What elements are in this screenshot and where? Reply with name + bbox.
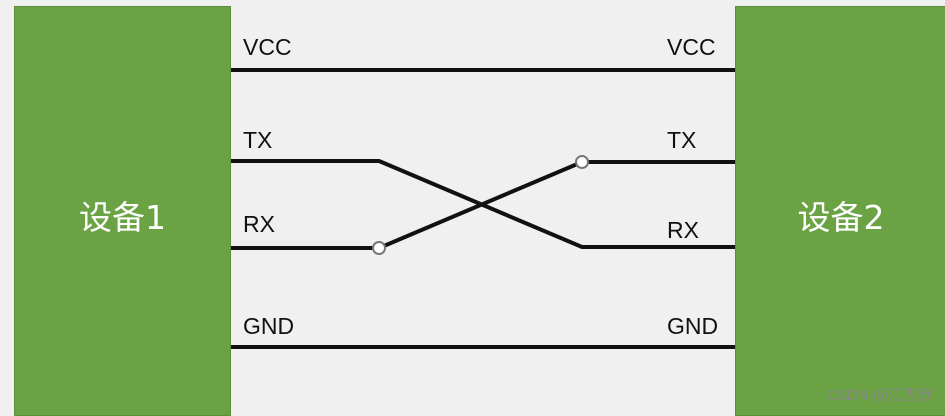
device-2-pin-tx: TX bbox=[667, 127, 697, 153]
device-1-pin-rx: RX bbox=[243, 211, 275, 237]
device-2-label: 设备2 bbox=[797, 198, 885, 237]
device-2-pin-gnd: GND bbox=[667, 313, 719, 339]
device-2-block: 设备2 bbox=[735, 6, 945, 416]
watermark: CSDN @江志欣 bbox=[826, 387, 933, 404]
device-1-pin-tx: TX bbox=[243, 127, 273, 153]
device-1-block: 设备1 bbox=[14, 6, 231, 416]
device-2-pin-rx: RX bbox=[667, 217, 699, 243]
rx1-to-tx2-wire bbox=[231, 160, 735, 250]
device-2-pin-vcc: VCC bbox=[667, 34, 716, 60]
device-1-pin-vcc: VCC bbox=[243, 34, 292, 60]
junction-node-right bbox=[575, 155, 589, 169]
device-1-label: 设备1 bbox=[79, 198, 166, 237]
junction-node-left bbox=[372, 241, 386, 255]
device-1-pin-gnd: GND bbox=[243, 313, 295, 339]
